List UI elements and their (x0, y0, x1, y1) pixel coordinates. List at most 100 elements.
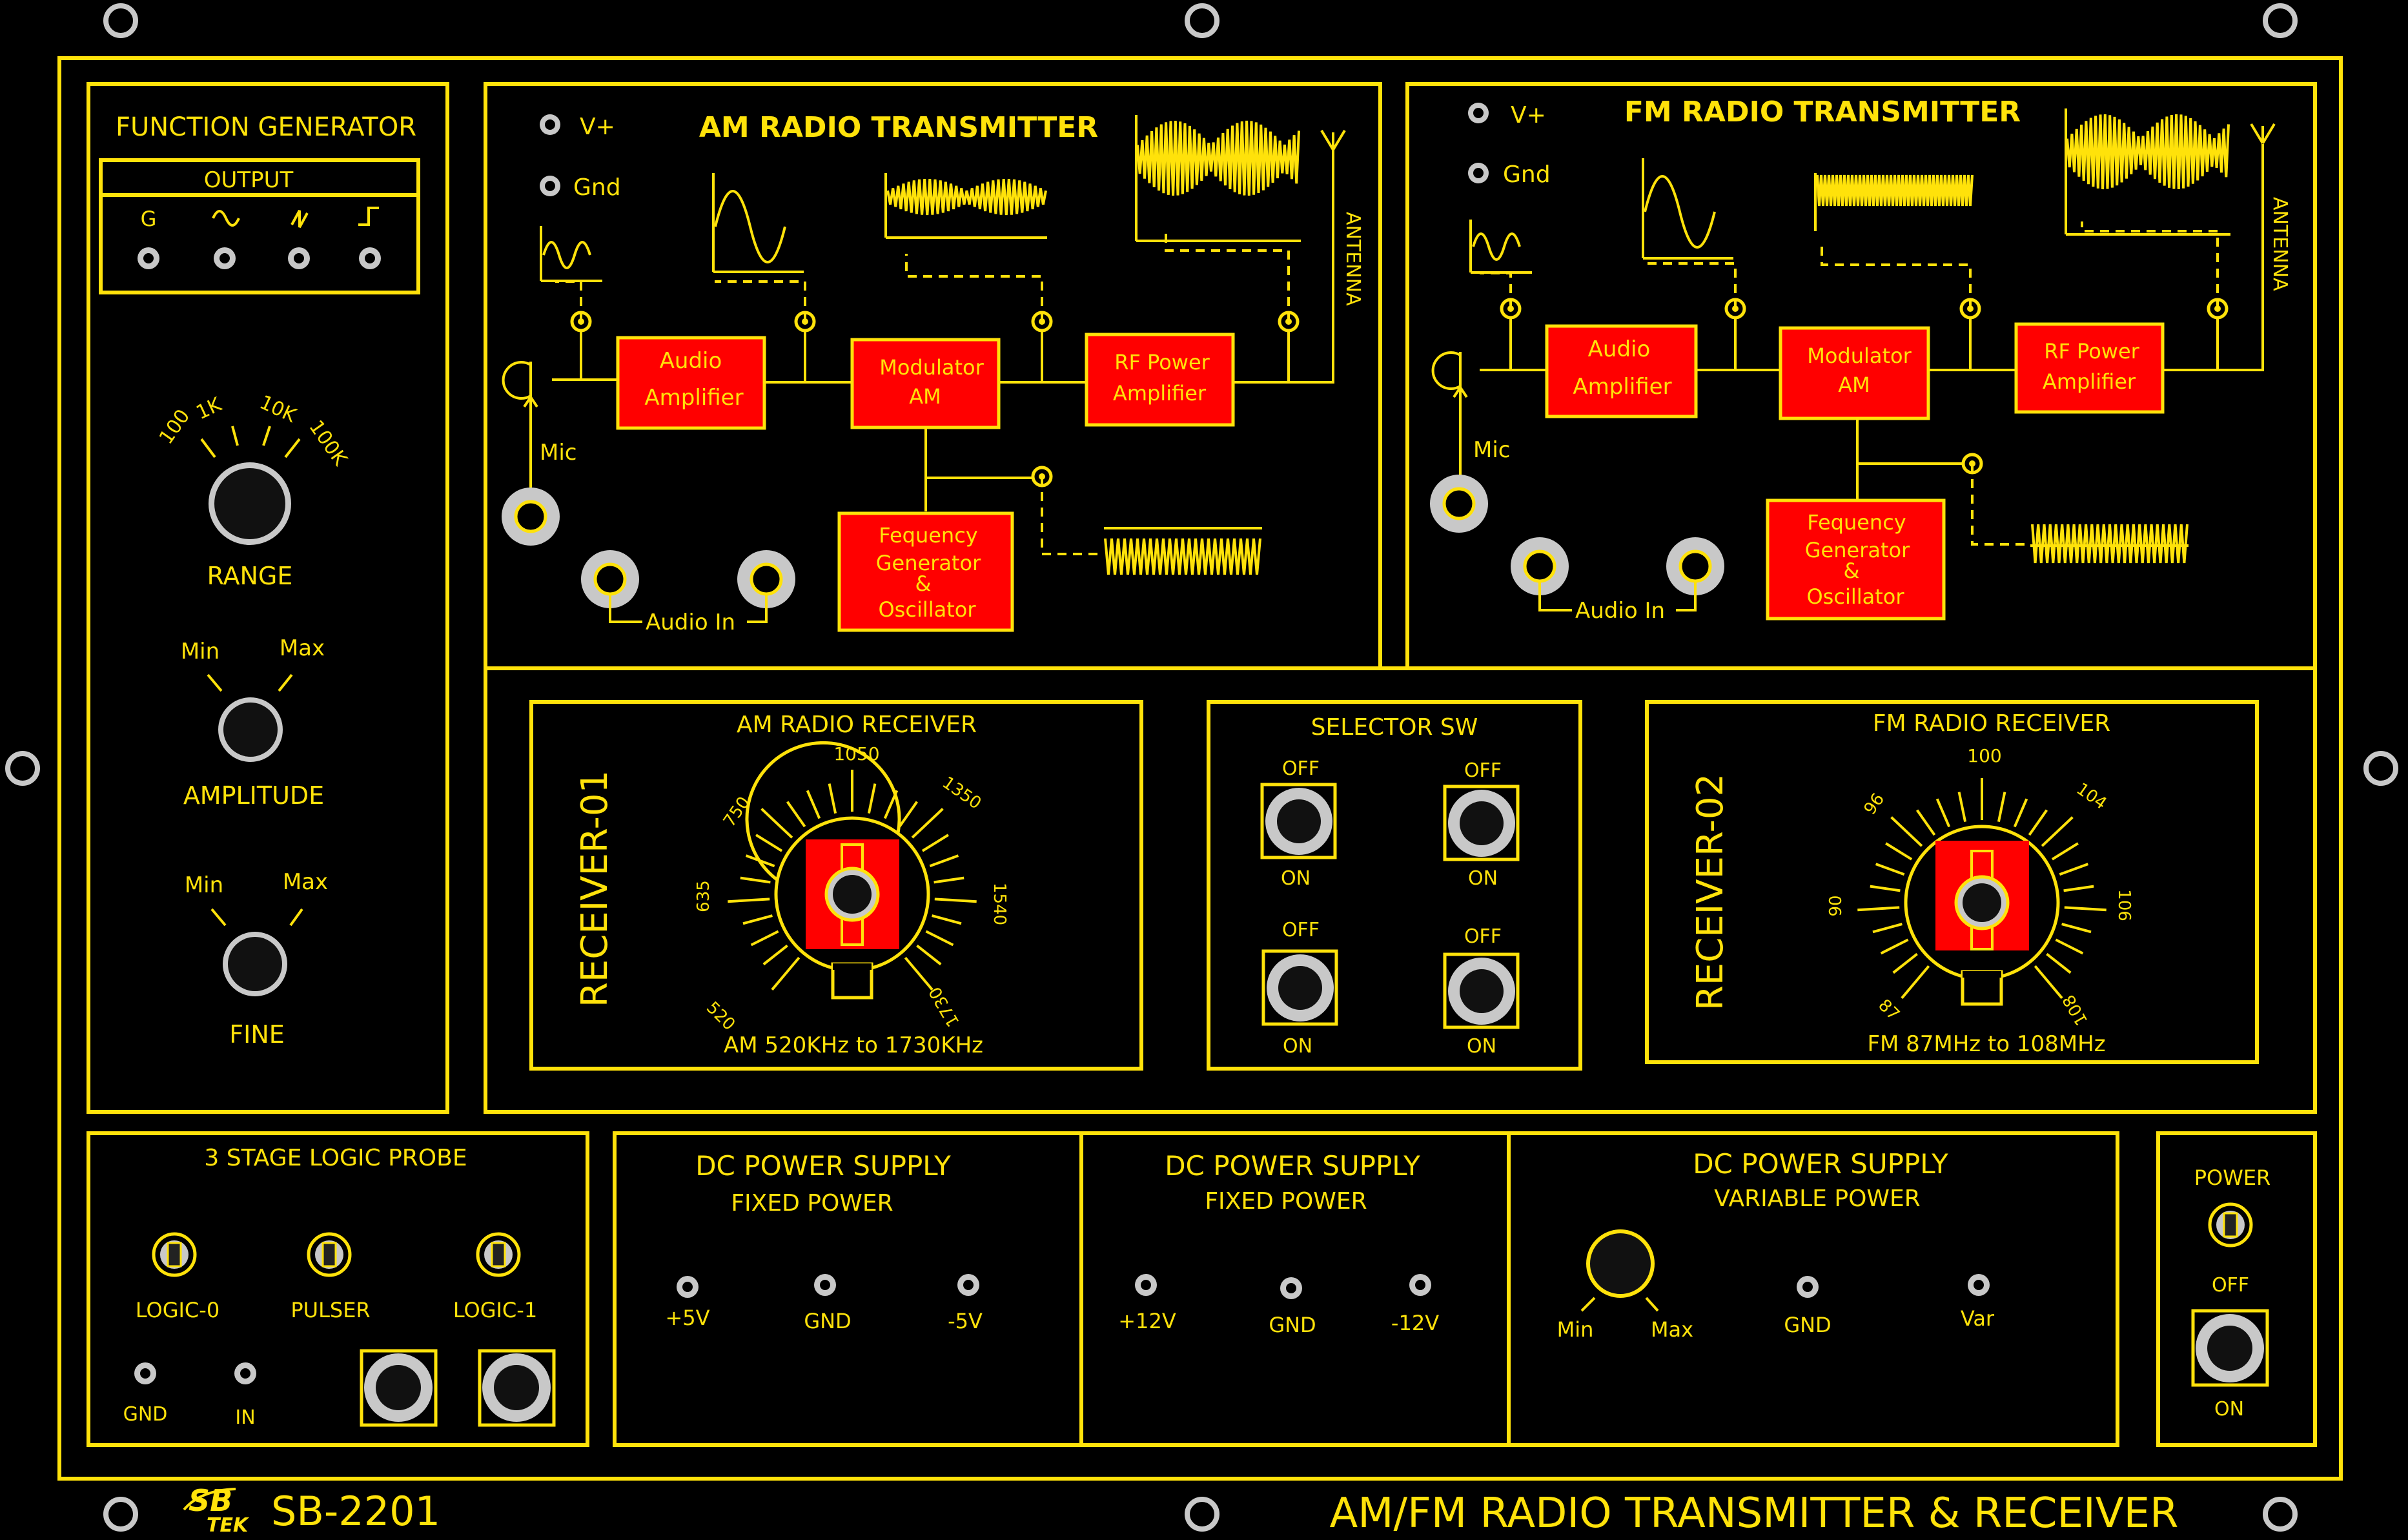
logic-probe-gnd-terminal[interactable] (134, 1362, 156, 1384)
fm-rf-amplifier-block: RF Power Amplifier (2014, 322, 2165, 414)
fm-antenna-label: ANTENNA (2269, 197, 2291, 291)
dc3-gnd-terminal[interactable] (1797, 1276, 1819, 1298)
logic-probe-in-label: IN (235, 1406, 255, 1429)
receiver-area-border (484, 666, 2317, 1114)
fm-gnd-terminal[interactable] (1468, 163, 1489, 183)
logic-probe-section: 3 STAGE LOGIC PROBE LOGIC-0 PULSER LOGIC… (87, 1131, 589, 1447)
am-transmitter-section: AM RADIO TRANSMITTER V+ Gnd (484, 82, 1382, 670)
dial-tick (786, 801, 806, 828)
output-terminal-g[interactable] (138, 247, 159, 269)
selector-off-3: OFF (1282, 919, 1320, 941)
dc2-plus12v-terminal[interactable] (1135, 1274, 1157, 1296)
am-frequency-generator-block: Fequency Generator & Oscillator (837, 511, 1014, 632)
fm-tuning-knob[interactable] (1904, 825, 2060, 1006)
dial-tick (2013, 798, 2028, 828)
fm-antenna-icon (2250, 123, 2276, 145)
logic-probe-socket-1[interactable] (360, 1349, 438, 1427)
am-rf-amplifier-block: RF Power Amplifier (1085, 333, 1235, 427)
fm-dial-label-87: 87 (1874, 996, 1903, 1025)
dial-tick (929, 854, 959, 868)
fm-dial-label-100: 100 (1967, 745, 2001, 766)
dial-tick (932, 914, 962, 925)
dc1-minus5v-label: -5V (948, 1309, 983, 1333)
logic-probe-socket-2[interactable] (478, 1349, 556, 1427)
dial-tick (1892, 952, 1918, 974)
function-generator-title: FUNCTION GENERATOR (116, 112, 416, 142)
dc3-min-label: Min (1557, 1317, 1594, 1342)
dc1-minus5v-terminal[interactable] (957, 1274, 979, 1296)
fm-freq-gen-line3: & (1844, 559, 1860, 583)
output-terminal-ramp[interactable] (288, 247, 310, 269)
mounting-screws (5, 3, 2398, 1532)
amplitude-min-label: Min (181, 639, 219, 664)
selector-switch-4[interactable] (1443, 952, 1520, 1029)
dial-tick (1901, 965, 1930, 1000)
fm-mic-socket[interactable] (1430, 475, 1488, 533)
fm-freq-gen-line4: Oscillator (1806, 584, 1904, 609)
selector-switch-3[interactable] (1261, 949, 1338, 1026)
fm-mic-label: Mic (1473, 437, 1510, 463)
selector-on-3: ON (1283, 1035, 1312, 1058)
dial-tick (750, 930, 779, 947)
am-audio-amplifier-block: Audio Amplifier (616, 336, 766, 430)
dc3-title: DC POWER SUPPLY (1693, 1148, 1948, 1180)
dial-tick (1885, 842, 1913, 861)
fm-frequency-generator-block: Fequency Generator & Oscillator (1766, 498, 1946, 621)
am-dial-label-520: 520 (702, 998, 739, 1034)
selector-title: SELECTOR SW (1311, 714, 1478, 741)
dial-tick (2061, 923, 2092, 934)
am-tuning-knob[interactable] (745, 741, 930, 1000)
am-vplus-terminal[interactable] (540, 114, 560, 135)
dial-tick (2051, 842, 2079, 861)
fm-rf-waveform-icon (2065, 108, 2230, 236)
am-dial-label-1730: 1730 (926, 983, 964, 1030)
dial-tick (1880, 938, 1909, 955)
fm-audio-in-socket-right[interactable] (1666, 537, 1724, 595)
am-audio-in-socket-left[interactable] (581, 550, 639, 608)
am-transmitter-title: AM RADIO TRANSMITTER (699, 111, 1098, 144)
amplitude-knob[interactable] (218, 697, 283, 762)
power-switch[interactable] (2191, 1309, 2269, 1387)
square-wave-icon (358, 207, 379, 226)
am-modulated-waveform-icon (884, 173, 1047, 239)
selector-switch-2[interactable] (1443, 785, 1520, 861)
dc1-plus5v-label: +5V (665, 1306, 709, 1330)
am-amplified-waveform-icon (712, 173, 804, 273)
am-gnd-label: Gnd (573, 174, 621, 201)
variable-voltage-knob[interactable] (1586, 1229, 1655, 1298)
dc2-minus12v-terminal[interactable] (1409, 1274, 1431, 1296)
fm-vplus-terminal[interactable] (1468, 103, 1489, 123)
fm-carrier-waveform-icon (2030, 524, 2189, 564)
dial-tick (904, 956, 934, 991)
dc3-var-terminal[interactable] (1968, 1274, 1990, 1296)
selector-switch-1[interactable] (1260, 783, 1337, 859)
dial-tick (934, 876, 964, 884)
footer: SB TEK SB-2201 AM/FM RADIO TRANSMITTER &… (183, 1483, 2178, 1537)
output-label: OUTPUT (204, 167, 294, 193)
am-mic-socket[interactable] (502, 488, 560, 546)
am-dial-label-1540: 1540 (990, 883, 1009, 925)
output-terminal-sine[interactable] (214, 247, 236, 269)
dial-tick (1935, 798, 1951, 828)
dc3-max-label: Max (1651, 1317, 1693, 1342)
fm-transmitter-title: FM RADIO TRANSMITTER (1624, 96, 2021, 128)
fm-rf-amp-line1: RF Power (2044, 339, 2139, 364)
am-audio-in-socket-right[interactable] (737, 550, 795, 608)
output-terminal-square[interactable] (359, 247, 381, 269)
dial-tick (1915, 809, 1936, 836)
am-audio-in-label: Audio In (646, 610, 735, 635)
am-gnd-terminal[interactable] (540, 176, 560, 196)
dc1-title: DC POWER SUPPLY (695, 1150, 951, 1182)
dc2-title: DC POWER SUPPLY (1165, 1150, 1420, 1182)
range-knob[interactable] (209, 462, 291, 545)
dc1-plus5v-terminal[interactable] (677, 1276, 699, 1298)
dial-tick (1890, 816, 1923, 847)
dc1-gnd-terminal[interactable] (814, 1274, 836, 1296)
logic-probe-in-terminal[interactable] (234, 1362, 256, 1384)
am-modulator-block: Modulator AM (850, 338, 1001, 429)
fm-audio-in-label: Audio In (1575, 598, 1665, 624)
dial-tick (916, 944, 942, 966)
fine-knob[interactable] (223, 932, 287, 996)
dc2-gnd-terminal[interactable] (1280, 1277, 1302, 1299)
